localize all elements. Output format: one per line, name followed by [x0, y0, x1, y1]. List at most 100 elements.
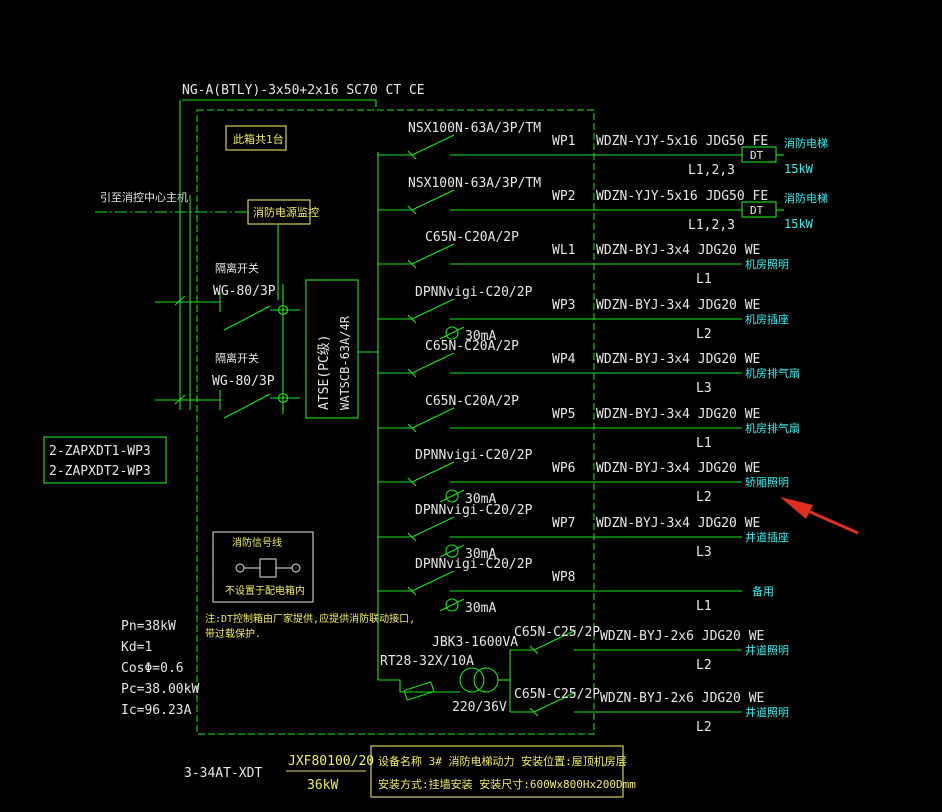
- circuit-1-cable: WDZN-YJY-5x16 JDG50 FE: [596, 134, 768, 149]
- circuit-6-breaker: C65N-C20A/2P: [425, 394, 519, 409]
- circuit-9-rcd: 30mA: [465, 601, 496, 616]
- isolator-2-title: 隔离开关: [215, 351, 259, 365]
- circuit-9-id: WP8: [552, 570, 575, 585]
- circuit-7-id: WP6: [552, 461, 575, 476]
- fire-signal-title: 消防信号线: [232, 536, 282, 549]
- circuit-2-phase: L1,2,3: [688, 218, 735, 233]
- circuit-7-rcd-icon: [445, 489, 459, 503]
- circuit-5-id: WP4: [552, 352, 576, 367]
- circuit-1-id: WP1: [552, 134, 575, 149]
- annotation-arrow-shaft: [807, 509, 859, 535]
- circuit-6-cable: WDZN-BYJ-3x4 JDG20 WE: [596, 407, 760, 422]
- circuit-6-breaker-blade: [411, 407, 455, 429]
- dt-note-line1: 注:DT控制箱由厂家提供,应提供消防联动接口,: [205, 612, 415, 625]
- source-box: [43, 436, 167, 484]
- isolator-2-blade: [223, 393, 271, 419]
- param-cos: CosΦ=0.6: [121, 661, 184, 676]
- transformer-model: JBK3-1600VA: [432, 635, 518, 650]
- circuit-4-rcd-slash: [439, 326, 465, 340]
- circuit-2-cable: WDZN-YJY-5x16 JDG50 FE: [596, 189, 768, 204]
- riser-2-tick: [174, 394, 186, 405]
- circuit-8-phase: L3: [696, 545, 712, 560]
- param-pn: Pn=38kW: [121, 619, 176, 634]
- circuit-1-power: 15kW: [784, 162, 814, 176]
- circuit-2-power: 15kW: [784, 217, 814, 231]
- circuit-9-rcd-icon: [445, 598, 459, 612]
- circuit-3-phase: L1: [696, 272, 712, 287]
- box-count-frame: [225, 125, 287, 151]
- box-count-note: 此箱共1台: [233, 132, 284, 146]
- distribution-box-frame: [196, 109, 595, 735]
- trans-circuit-1-breaker-blade: [533, 629, 577, 651]
- box-id-label: 3-34AT-XDT: [184, 766, 262, 781]
- circuit-5-cable: WDZN-BYJ-3x4 JDG20 WE: [596, 352, 760, 367]
- trans-circuit-2-load: 井道照明: [745, 705, 789, 719]
- circuit-3-breaker-blade: [411, 243, 455, 265]
- source-box-line1: 2-ZAPXDT1-WP3: [49, 444, 151, 459]
- box-power-bottom: 36kW: [307, 778, 338, 793]
- trans-circuit-2-breaker: C65N-C25/2P: [514, 687, 600, 702]
- circuit-7-load: 轿厢照明: [745, 475, 789, 489]
- circuit-2-load: 消防电梯: [784, 191, 828, 205]
- circuit-9-phase: L1: [696, 599, 712, 614]
- annotation-arrowhead: [780, 497, 813, 519]
- transformer-coil-1: [459, 667, 485, 693]
- circuit-6-phase: L1: [696, 436, 712, 451]
- circuit-5-breaker: C65N-C20A/2P: [425, 339, 519, 354]
- device-info-line1: 设备名称 3# 消防电梯动力 安装位置:屋顶机房层: [378, 754, 627, 768]
- ats-model-label: WATSCB-63A/4R: [338, 315, 352, 410]
- param-pc: Pc=38.00kW: [121, 682, 199, 697]
- circuit-4-rcd: 30mA: [465, 329, 496, 344]
- circuit-8-id: WP7: [552, 516, 575, 531]
- param-kd: Kd=1: [121, 640, 152, 655]
- trans-circuit-2-breaker-blade: [533, 691, 577, 713]
- fire-signal-contact-right: [291, 563, 301, 573]
- param-ic: Ic=96.23A: [121, 703, 192, 718]
- circuit-4-cable: WDZN-BYJ-3x4 JDG20 WE: [596, 298, 760, 313]
- circuit-9-rcd-slash: [439, 598, 465, 612]
- circuit-8-rcd: 30mA: [465, 547, 496, 562]
- circuit-8-breaker-blade: [411, 516, 455, 538]
- trans-circuit-1-load: 井道照明: [745, 643, 789, 657]
- circuit-8-rcd-slash: [439, 544, 465, 558]
- circuit-7-rcd: 30mA: [465, 492, 496, 507]
- circuit-4-rcd-icon: [445, 326, 459, 340]
- incoming-cable-label: NG-A(BTLY)-3x50+2x16 SC70 CT CE: [182, 83, 425, 98]
- fire-signal-contact-left: [235, 563, 245, 573]
- circuit-7-breaker-blade: [411, 461, 455, 483]
- circuit-6-load: 机房排气扇: [745, 421, 800, 435]
- circuit-5-breaker-blade: [411, 352, 455, 374]
- circuit-4-phase: L2: [696, 327, 712, 342]
- device-info-line2: 安装方式:挂墙安装 安装尺寸:600Wx800Hx200Dmm: [378, 777, 636, 791]
- box-model-top: JXF80100/20: [288, 754, 374, 769]
- trans-circuit-1-phase: L2: [696, 658, 712, 673]
- circuit-1-breaker-blade: [411, 134, 455, 156]
- dt-note-line2: 带过载保护.: [205, 627, 261, 640]
- fuse-symbol: [403, 681, 435, 701]
- circuit-7-cable: WDZN-BYJ-3x4 JDG20 WE: [596, 461, 760, 476]
- circuit-2-breaker: NSX100N-63A/3P/TM: [408, 176, 541, 191]
- circuit-4-breaker: DPNNvigi-C20/2P: [415, 285, 533, 300]
- circuit-2-dt: DT: [750, 204, 764, 217]
- transformer-coil-2: [473, 667, 499, 693]
- device-info-frame: [370, 745, 624, 798]
- fire-monitor-line-label: 引至消控中心主机: [100, 190, 188, 204]
- circuit-4-id: WP3: [552, 298, 575, 313]
- circuit-8-rcd-icon: [445, 544, 459, 558]
- fire-signal-frame: [212, 531, 314, 603]
- trans-circuit-1-breaker: C65N-C25/2P: [514, 625, 600, 640]
- circuit-7-rcd-slash: [439, 489, 465, 503]
- ats-switch: [305, 279, 359, 419]
- circuit-2-breaker-blade: [411, 189, 455, 211]
- circuit-8-breaker: DPNNvigi-C20/2P: [415, 503, 533, 518]
- circuit-6-id: WP5: [552, 407, 575, 422]
- fire-power-monitor-frame: [247, 199, 311, 225]
- circuit-2-id: WP2: [552, 189, 575, 204]
- circuit-1-breaker: NSX100N-63A/3P/TM: [408, 121, 541, 136]
- circuit-3-load: 机房照明: [745, 257, 789, 271]
- incoming-cable-line: [182, 99, 377, 107]
- trans-circuit-2-phase: L2: [696, 720, 712, 735]
